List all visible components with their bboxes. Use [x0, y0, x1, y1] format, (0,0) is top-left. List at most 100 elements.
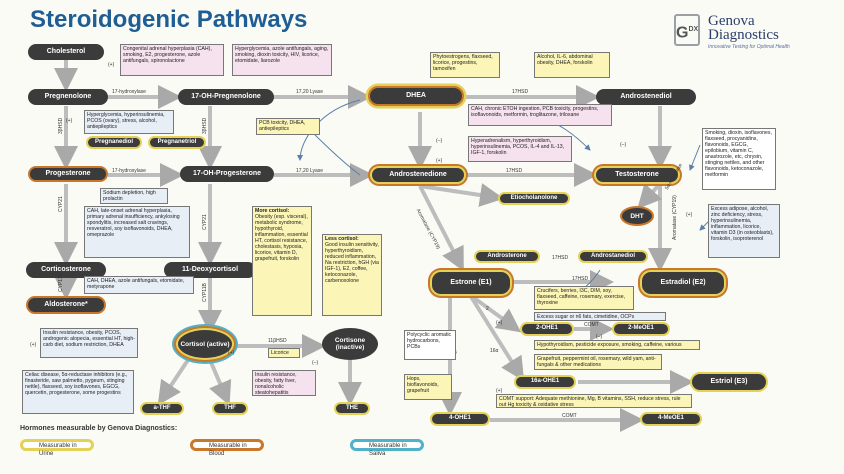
factors-box-aldosterone: Sodium depletion, high prolactin — [100, 188, 168, 204]
node-17oh-pregnenolone: 17-OH-Pregnenolone — [178, 89, 274, 105]
node-progesterone: Progesterone — [28, 166, 108, 182]
sign-plus: (+) — [686, 212, 693, 218]
node-pregnanediol: Pregnanediol — [86, 136, 142, 149]
factors-box-aromatase-increase: Excess adipose, alcohol, zinc deficiency… — [708, 204, 780, 258]
enzyme-17hsd: 17HSD — [512, 89, 529, 95]
factors-box-pregnenolone: Hyperglycemia, hyperinsulinemia, PCOS (o… — [84, 110, 174, 134]
node-dht: DHT — [620, 206, 654, 226]
node-androstenedione: Androstenedione — [370, 166, 466, 184]
enzyme-2-hydroxylation: 2 — [486, 306, 489, 312]
legend: Hormones measurable by Genova Diagnostic… — [20, 425, 424, 457]
node-androstanediol: Androstanediol — [578, 250, 648, 263]
sign-plus: (+) — [436, 158, 443, 164]
factors-box-androstenedione-inhibit: CAH, chronic ETOH ingestion, PCB toxicit… — [468, 104, 612, 126]
node-the: THE — [334, 402, 370, 415]
factors-box-16a-hydroxylation: Grapefruit, peppermint oil, rosemary, wi… — [534, 354, 662, 370]
node-11-deoxycortisol: 11-Deoxycortisol — [164, 262, 256, 278]
node-thf: THF — [212, 402, 248, 415]
node-16a-ohe1: 16a-OHE1 — [514, 375, 576, 389]
sign-minus: (–) — [436, 138, 443, 144]
enzyme-cyp21: CYP21 — [202, 214, 208, 230]
node-17oh-progesterone: 17-OH-Progesterone — [180, 166, 274, 182]
enzyme-cyp21: CYP21 — [58, 196, 64, 212]
node-cortisol: Cortisol (active) — [176, 328, 234, 360]
factors-box-4-hydroxylation: Polycyclic aromatic hydrocarbons, PCBs — [404, 330, 456, 360]
factors-box-2-hydroxylation: Crucifers, berries, I3C, DIM, soy, flaxs… — [534, 286, 634, 310]
sign-plus: (+) — [496, 388, 503, 394]
node-etiocholanolone: Etiocholanolone — [498, 192, 570, 205]
sign-minus: (–) — [620, 142, 627, 148]
enzyme-comt: COMT — [562, 413, 577, 419]
enzyme-17-hydroxylase: 17-hydroxylase — [112, 168, 146, 174]
sign-plus: (+) — [30, 342, 37, 348]
node-estrone: Estrone (E1) — [430, 270, 512, 296]
enzyme-aromatase: Aromatase (CYP19) — [672, 195, 678, 240]
sign-plus: (+) — [108, 62, 115, 68]
factors-box-cholesterol-decrease: Hyperglycemia, azole antifungals, aging,… — [232, 44, 332, 76]
factors-box-11bhsd: Insulin resistance, obesity, fatty liver… — [252, 370, 316, 396]
factors-box-5a-reductase: Celiac disease, 5α-reductase inhibitors … — [22, 370, 134, 414]
factors-box-aromatase-inhibit: Smoking, dioxin, isoflavones, flaxseed, … — [702, 128, 776, 190]
factors-box-cyp11b: CAH, DHEA, azole antifungals, etomidate,… — [84, 276, 194, 294]
node-androstenediol: Androstenediol — [596, 89, 696, 105]
legend-urine: Measurable in Urine — [20, 439, 94, 457]
factors-box-dhea-increase: Alcohol, IL-6, abdominal obesity, DHEA, … — [534, 52, 610, 78]
sign-plus: (+) — [476, 272, 483, 278]
enzyme-cyp11b: CYP11B — [202, 283, 208, 302]
factors-box-cyp21: CAH, late-onset adrenal hyperplasia, pri… — [84, 206, 190, 258]
factors-box-dhea-inhibit: Phytoestrogens, flaxseed, licorice, prog… — [430, 52, 500, 78]
factors-box-pcb: PCB toxicity, DHEA, antiepileptics — [256, 118, 320, 135]
enzyme-16a-hydroxylation: 16α — [490, 348, 499, 354]
node-a-thf: a-THF — [140, 402, 184, 415]
node-2-meoe1: 2-MeOE1 — [612, 322, 670, 336]
enzyme-11bhsd: 11βHSD — [268, 338, 287, 344]
node-testosterone: Testosterone — [594, 166, 680, 184]
enzyme-17hsd: 17HSD — [572, 276, 589, 282]
enzyme-cyp11b: CYP11B — [58, 273, 64, 292]
sign-plus: (+) — [228, 350, 235, 356]
node-dhea: DHEA — [368, 86, 464, 106]
enzyme-17-hydroxylase: 17-hydroxylase — [112, 89, 146, 95]
node-4-meoe1: 4-MeOE1 — [640, 412, 702, 426]
factors-box-cortisol-increase: Insulin resistance, obesity, PCOS, andro… — [40, 328, 138, 358]
legend-saliva: Measurable in Saliva — [350, 439, 424, 457]
sign-plus: (+) — [66, 118, 73, 124]
factors-box-comt-support: COMT support: Adequate methionine, Mg, B… — [496, 394, 692, 408]
factors-box-androstenedione-increase: Hyperadrenalism, hyperthyroidism, hyperi… — [468, 136, 572, 162]
factors-box-comt-inhibit: Hypothyroidism, pesticide exposure, smok… — [534, 340, 700, 350]
enzyme-17hsd: 17HSD — [552, 255, 569, 261]
node-2-ohe1: 2-OHE1 — [520, 322, 574, 336]
node-estriol: Estriol (E3) — [690, 372, 768, 392]
factors-box-hops: Hops, bioflavonoids, grapefruit — [404, 374, 452, 400]
legend-title: Hormones measurable by Genova Diagnostic… — [20, 425, 178, 432]
factors-box-less-cortisol: Less cortisol:Good insulin sensitivity, … — [322, 234, 382, 316]
sign-plus: (+) — [496, 320, 503, 326]
node-cholesterol: Cholesterol — [28, 44, 104, 60]
logo-tagline: Innovative Testing for Optimal Health — [708, 44, 790, 50]
enzyme-comt: COMT — [584, 322, 599, 328]
enzyme-17-20-lyase: 17,20 Lyase — [296, 168, 324, 174]
enzyme-17hsd: 17HSD — [506, 168, 523, 174]
sign-minus: (–) — [312, 360, 319, 366]
enzyme-3bhsd: 3βHSD — [202, 117, 208, 134]
node-cortisone: Cortisone (inactive) — [322, 328, 378, 360]
page-title: Steroidogenic Pathways — [30, 6, 308, 33]
factors-box-excess-sugar: Excess sugar or n6 fats, cimetidine, OCP… — [534, 312, 666, 321]
node-4-ohe1: 4-OHE1 — [430, 412, 490, 426]
enzyme-17-20-lyase: 17,20 Lyase — [296, 89, 324, 95]
node-aldosterone: Aldosterone* — [26, 296, 106, 314]
sign-minus: (–) — [596, 334, 603, 340]
enzyme-3bhsd: 3βHSD — [58, 117, 64, 134]
node-pregnenolone: Pregnenolone — [28, 89, 108, 105]
node-androsterone: Androsterone — [474, 250, 540, 263]
node-estradiol: Estradiol (E2) — [640, 270, 726, 296]
legend-blood: Measurable in Blood — [190, 439, 264, 457]
factors-box-licorice: Licorice — [268, 348, 300, 358]
factors-box-cholesterol-increase: Congenital adrenal hyperplasia (CAH), sm… — [120, 44, 224, 76]
node-corticosterone: Corticosterone — [26, 262, 106, 278]
node-pregnanetriol: Pregnanetriol — [148, 136, 206, 149]
